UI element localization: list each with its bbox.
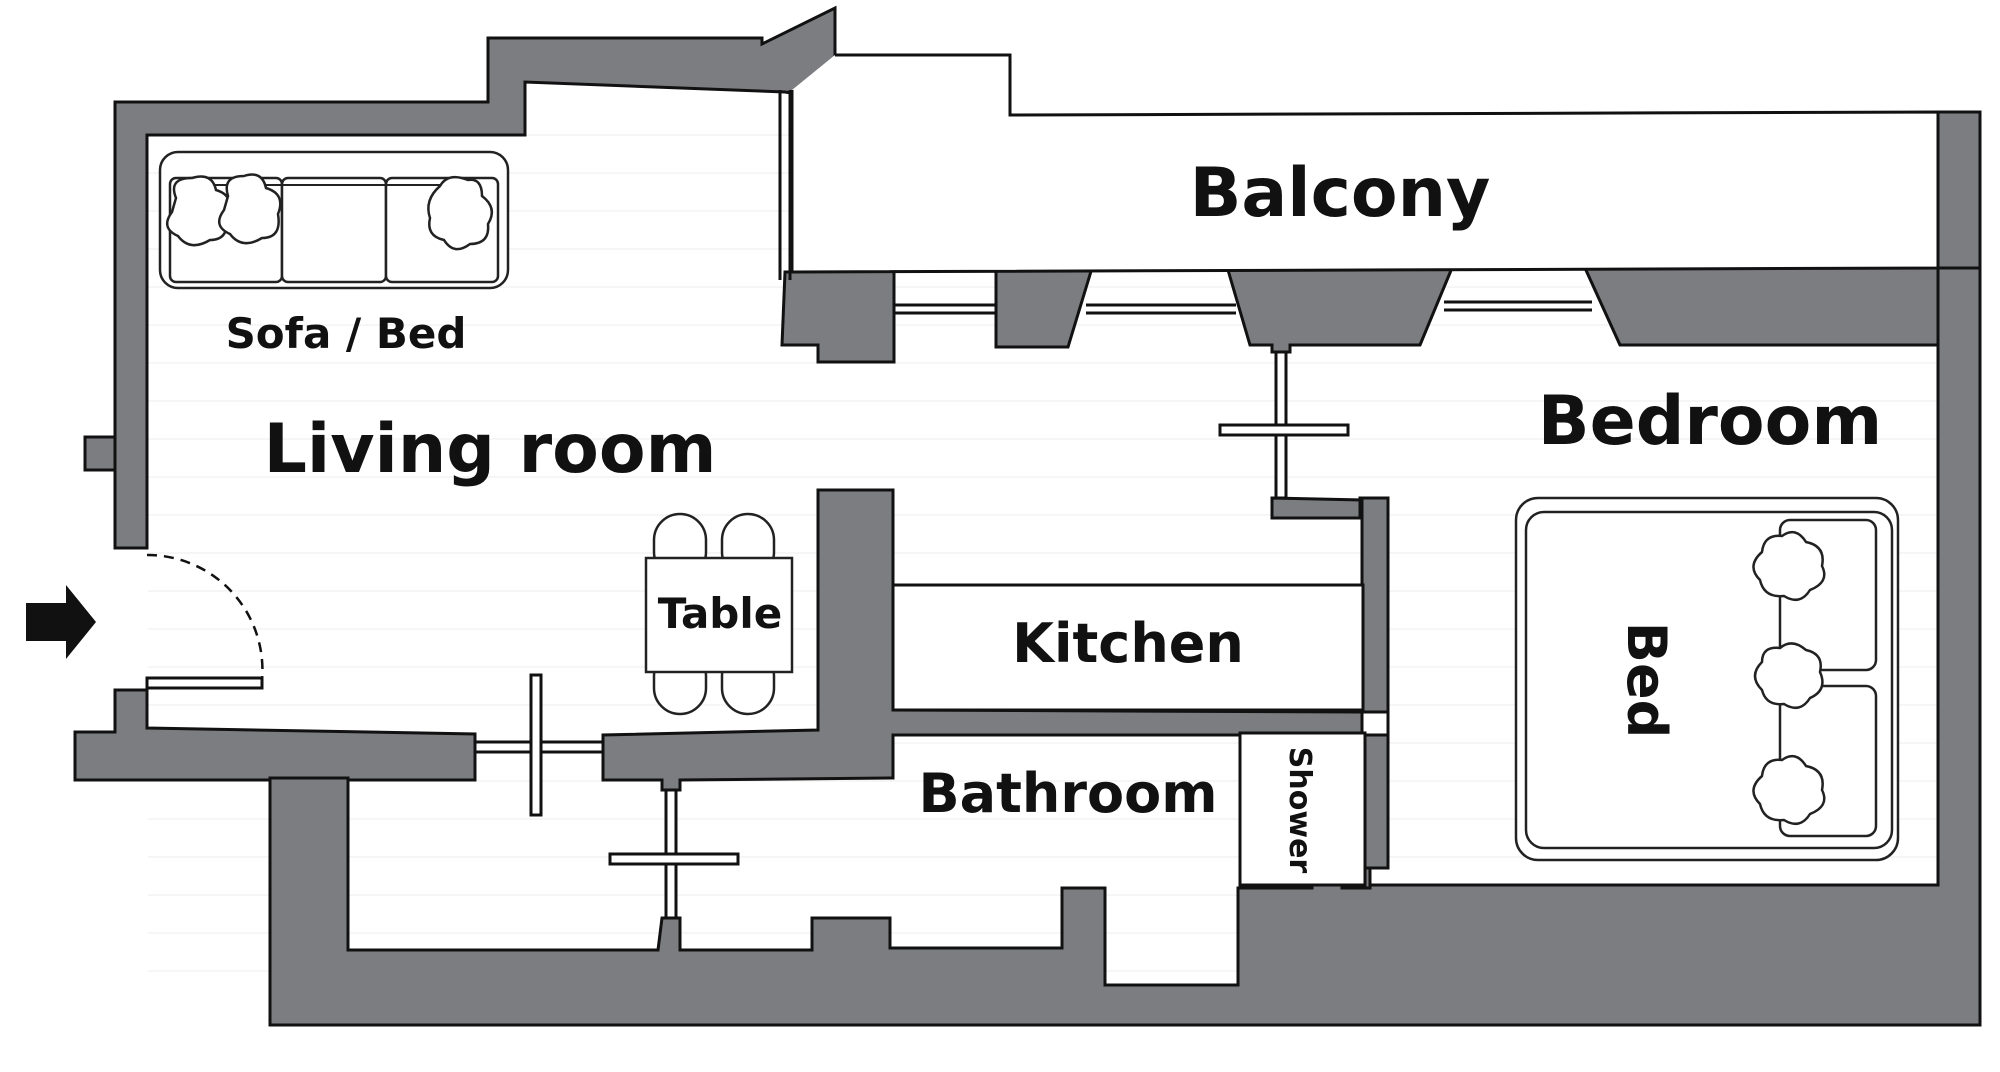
sofa-cushion-3 [427, 175, 494, 251]
double-bed [1514, 496, 1900, 862]
entrance-door-swing [146, 553, 264, 681]
wall-balcony-east [1936, 110, 1982, 270]
wall-pier-4 [1582, 266, 1940, 347]
wall-pier-3 [1226, 266, 1455, 354]
sliding-door-1-post [529, 673, 543, 817]
walls [73, 5, 1982, 1027]
furniture-label-bed: Bed [1615, 622, 1678, 738]
entrance-arrow-icon [26, 585, 96, 659]
wall-entry-south [73, 688, 477, 782]
room-label-bedroom: Bedroom [1538, 382, 1882, 461]
room-label-bathroom: Bathroom [919, 762, 1218, 825]
furniture-label-table: Table [658, 589, 783, 638]
wall-pier-1 [780, 268, 896, 364]
sliding-door-2-post [608, 852, 740, 866]
pillow-2 [1753, 642, 1824, 710]
pillow-1 [1752, 530, 1826, 602]
wall-left-bump [83, 435, 117, 472]
dining-table [644, 512, 794, 716]
kitchen-counter [891, 583, 1365, 712]
doors [145, 350, 1350, 920]
room-label-balcony: Balcony [1190, 154, 1491, 233]
entrance-door-leaf [145, 676, 264, 690]
room-label-living-room: Living room [264, 410, 717, 489]
pillow-3 [1752, 754, 1826, 826]
sofa-bed [158, 150, 510, 290]
balcony-floor [790, 53, 1940, 274]
sofa-cushion-2 [217, 173, 282, 245]
bedroom-door-post [1218, 423, 1350, 437]
wall-pier-2 [994, 266, 1095, 349]
shower-cubicle [1238, 731, 1367, 887]
interior [778, 53, 1940, 887]
room-label-kitchen: Kitchen [1012, 612, 1244, 675]
furniture-label-sofa-bed: Sofa / Bed [226, 309, 467, 358]
room-label-shower: Shower [1282, 747, 1317, 874]
